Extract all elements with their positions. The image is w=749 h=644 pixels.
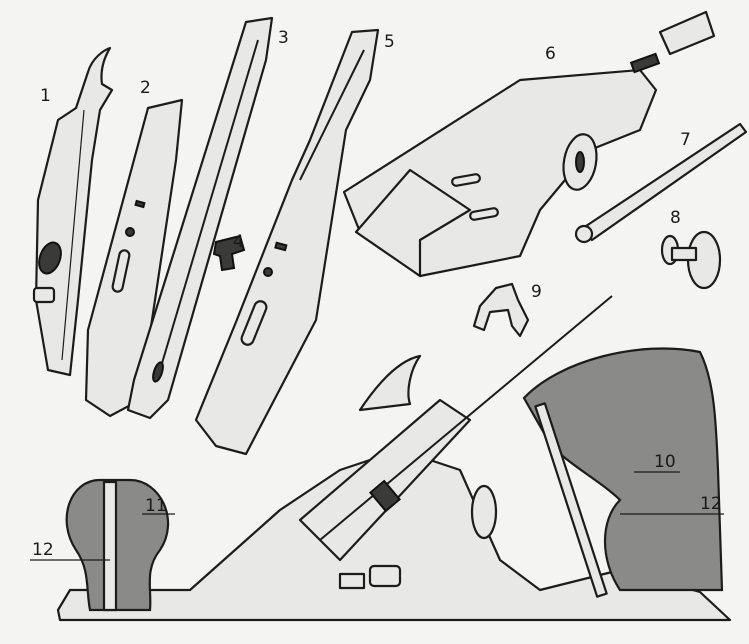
label-12-right: 12 (700, 494, 722, 514)
label-12-left: 12 (32, 540, 54, 560)
label-1: 1 (40, 86, 51, 106)
part-6-frog (342, 10, 716, 278)
label-7: 7 (680, 130, 691, 150)
part-3-lever (126, 16, 274, 420)
part-1-cap-iron (32, 46, 114, 377)
label-5: 5 (384, 32, 395, 52)
part-5-plate (194, 28, 380, 456)
part-4-nut (212, 234, 246, 272)
plane-body (56, 295, 732, 622)
label-6: 6 (545, 44, 556, 64)
label-11: 11 (145, 496, 167, 516)
label-2: 2 (140, 78, 151, 98)
label-9: 9 (531, 282, 542, 302)
label-3: 3 (278, 28, 289, 48)
label-10: 10 (654, 452, 676, 472)
part-9-yoke (472, 282, 530, 338)
part-7-rod (574, 122, 748, 244)
label-8: 8 (670, 208, 681, 228)
part-8-wheel (660, 230, 722, 290)
part-2-blade (84, 98, 184, 418)
label-4: 4 (233, 232, 244, 252)
